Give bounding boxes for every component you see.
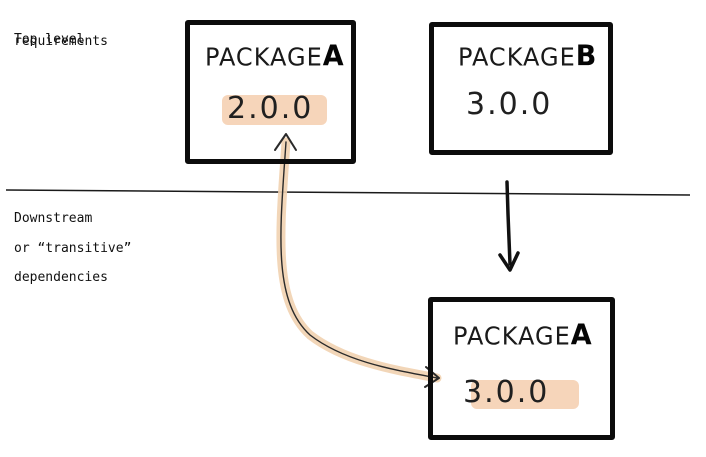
- label-downstream-line3: dependencies: [14, 270, 108, 285]
- version-conflict-arrow: [274, 133, 442, 388]
- divider-line: [5, 189, 691, 196]
- package-title: PACKAGEA: [453, 319, 593, 352]
- package-box-top-a: PACKAGEA 2.0.0: [185, 20, 356, 164]
- version-highlight: [222, 95, 327, 125]
- package-version: 2.0.0: [227, 91, 314, 126]
- label-top-level-line1: Top level: [14, 32, 85, 47]
- package-box-down-a: PACKAGEA 3.0.0: [428, 297, 615, 440]
- label-top-level-line2: requirements: [14, 34, 108, 49]
- package-letter: B: [575, 40, 598, 73]
- package-title: PACKAGEB: [458, 40, 598, 73]
- package-letter: A: [322, 40, 345, 73]
- package-box-top-b: PACKAGEB 3.0.0: [429, 22, 613, 155]
- package-title: PACKAGEA: [205, 40, 345, 73]
- label-downstream-line1: Downstream: [14, 211, 93, 226]
- package-version: 3.0.0: [463, 375, 550, 410]
- dependency-arrow: [498, 180, 520, 272]
- package-version: 3.0.0: [466, 87, 553, 122]
- package-letter: A: [570, 319, 593, 352]
- label-downstream-line2: or “transitive”: [14, 241, 132, 256]
- version-highlight: [471, 380, 579, 409]
